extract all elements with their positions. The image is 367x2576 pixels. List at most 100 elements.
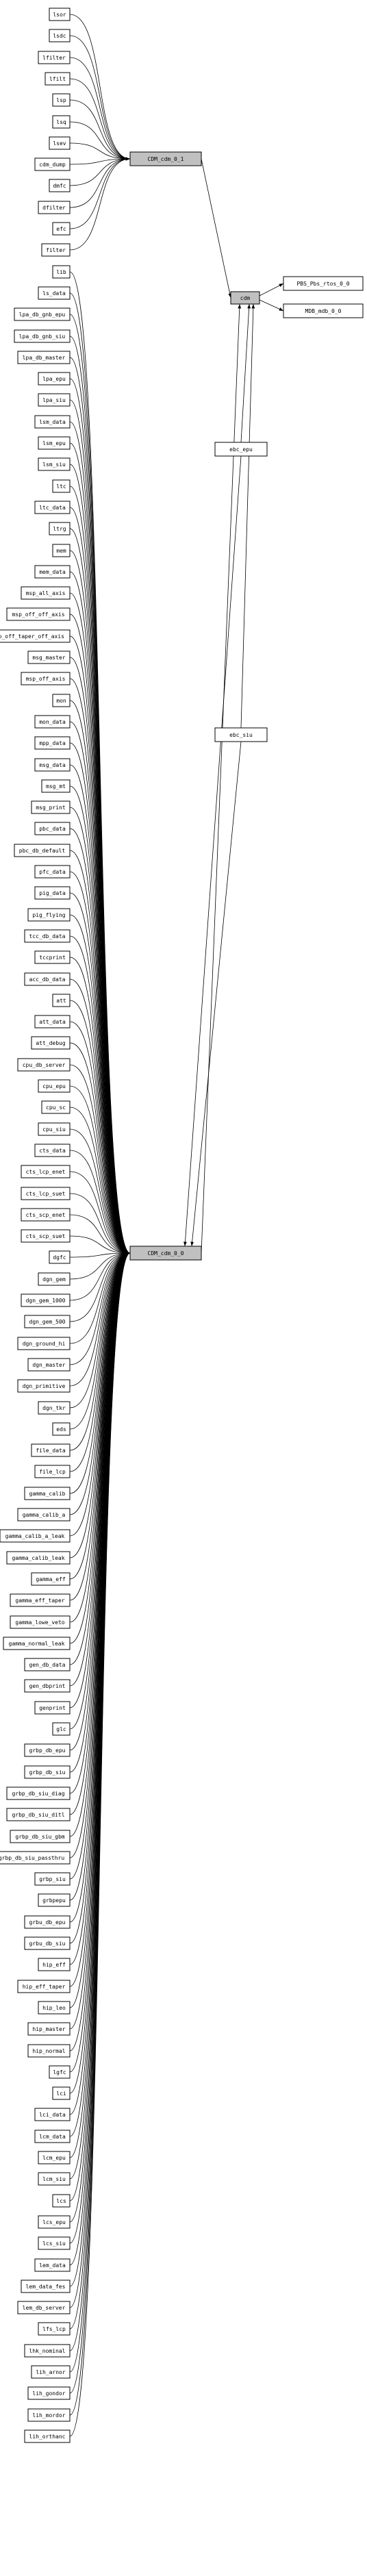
node-filter[interactable]: filter bbox=[41, 243, 71, 257]
node-lib[interactable]: lib bbox=[52, 265, 71, 279]
node-msp-off-off-axis[interactable]: msp_off_off_axis bbox=[6, 607, 71, 621]
node-lcs-epu[interactable]: lcs_epu bbox=[38, 2215, 71, 2229]
node-grbp-db-siu[interactable]: grbp_db_siu bbox=[24, 1765, 71, 1779]
node-lfilt[interactable]: lfilt bbox=[45, 72, 71, 86]
node-lsm-data[interactable]: lsm_data bbox=[34, 415, 71, 429]
node-msp-off-axis[interactable]: msp_off_axis bbox=[21, 672, 71, 685]
node-lcs-siu[interactable]: lcs_siu bbox=[38, 2236, 71, 2250]
node-lsp[interactable]: lsp bbox=[52, 93, 71, 107]
node-lih-gondor[interactable]: lih_gondor bbox=[27, 2386, 71, 2400]
node-grbp-db-siu-gbm[interactable]: grbp_db_siu_gbm bbox=[10, 1830, 71, 1843]
node-att-data[interactable]: att_data bbox=[34, 1015, 71, 1028]
node-lpa-db-gnb-siu[interactable]: lpa_db_gnb_siu bbox=[14, 329, 71, 343]
node-mem-data[interactable]: mem_data bbox=[34, 565, 71, 579]
node-efc[interactable]: efc bbox=[52, 222, 71, 236]
node-hip-master[interactable]: hip_master bbox=[27, 2022, 71, 2036]
node-ltrg[interactable]: ltrg bbox=[49, 522, 71, 535]
node-dfilter[interactable]: dfilter bbox=[38, 201, 71, 214]
node-gamma-calib-leak[interactable]: gamma_calib_leak bbox=[6, 1551, 71, 1565]
node-file-lcp[interactable]: file_lcp bbox=[34, 1465, 71, 1478]
node-lem-data[interactable]: lem_data bbox=[34, 2258, 71, 2272]
node-file-data[interactable]: file_data bbox=[31, 1443, 71, 1457]
node-cpu-siu[interactable]: cpu_siu bbox=[38, 1122, 71, 1136]
node-lgfc[interactable]: lgfc bbox=[49, 2065, 71, 2079]
node-gen-dbprint[interactable]: gen_dbprint bbox=[24, 1679, 71, 1693]
node-mpp-data[interactable]: mpp_data bbox=[34, 736, 71, 750]
node-cdm-dump[interactable]: cdm_dump bbox=[34, 157, 71, 171]
node-ltc-data[interactable]: ltc_data bbox=[34, 501, 71, 514]
node-dgfc[interactable]: dgfc bbox=[49, 1250, 71, 1264]
node-msp-all-axis[interactable]: msp_all_axis bbox=[21, 586, 71, 600]
node-genprint[interactable]: genprint bbox=[34, 1701, 71, 1715]
node-cts-lcp-suet[interactable]: cts_lcp_suet bbox=[21, 1187, 71, 1200]
node-lhk-nominal[interactable]: lhk_nominal bbox=[24, 2344, 71, 2358]
node-gamma-calib[interactable]: gamma_calib bbox=[24, 1487, 71, 1500]
node-lcm-data[interactable]: lcm_data bbox=[34, 2130, 71, 2143]
node-lfs-lcp[interactable]: lfs_lcp bbox=[38, 2322, 71, 2336]
node-gamma-eff[interactable]: gamma_eff bbox=[31, 1572, 71, 1586]
node-gamma-calib-a-leak[interactable]: gamma_calib_a_leak bbox=[0, 1529, 71, 1543]
node-lcm-epu[interactable]: lcm_epu bbox=[38, 2151, 71, 2164]
node-msg-data[interactable]: msg_data bbox=[34, 758, 71, 772]
node-tccprint[interactable]: tccprint bbox=[34, 950, 71, 964]
node-pig-data[interactable]: pig_data bbox=[34, 886, 71, 900]
node-mon-data[interactable]: mon_data bbox=[34, 715, 71, 729]
node-lih-arnor[interactable]: lih_arnor bbox=[31, 2365, 71, 2379]
node-dgn-ground-hi[interactable]: dgn_ground_hi bbox=[17, 1337, 71, 1350]
node-hip-leo[interactable]: hip_leo bbox=[38, 2001, 71, 2015]
node-cpu-sc[interactable]: cpu_sc bbox=[41, 1100, 71, 1114]
node-gamma-calib-a[interactable]: gamma_calib_a bbox=[17, 1508, 71, 1521]
node-msp-off-taper-off-axis[interactable]: msp_off_taper_off_axis bbox=[0, 629, 71, 643]
node-hip-eff-taper[interactable]: hip_eff_taper bbox=[17, 1980, 71, 1993]
node-dgn-gem-1000[interactable]: dgn_gem_1000 bbox=[21, 1293, 71, 1307]
node-dgn-gem-500[interactable]: dgn_gem_500 bbox=[24, 1315, 71, 1328]
node-lsev[interactable]: lsev bbox=[49, 136, 71, 150]
node-lci[interactable]: lci bbox=[52, 2086, 71, 2100]
node-lci-data[interactable]: lci_data bbox=[34, 2108, 71, 2121]
node-msg-print[interactable]: msg_print bbox=[31, 800, 71, 814]
node-att[interactable]: att bbox=[52, 994, 71, 1007]
node-dgn-master[interactable]: dgn_master bbox=[27, 1358, 71, 1372]
node-grbpepu[interactable]: grbpepu bbox=[38, 1893, 71, 1907]
node-ebc-epu[interactable]: ebc_epu bbox=[214, 442, 268, 457]
node-lih-mordor[interactable]: lih_mordor bbox=[27, 2408, 71, 2422]
node-cpu-epu[interactable]: cpu_epu bbox=[38, 1079, 71, 1093]
node-lfilter[interactable]: lfilter bbox=[38, 51, 71, 64]
node-grbp-db-siu-ditl[interactable]: grbp_db_siu_ditl bbox=[6, 1808, 71, 1821]
node-grbp-siu[interactable]: grbp_siu bbox=[34, 1872, 71, 1886]
node-ebc-siu[interactable]: ebc_siu bbox=[214, 727, 268, 742]
node-hip-eff[interactable]: hip_eff bbox=[38, 1958, 71, 1971]
node-lcm-siu[interactable]: lcm_siu bbox=[38, 2172, 71, 2186]
node-acc-db-data[interactable]: acc_db_data bbox=[24, 972, 71, 986]
node-eds[interactable]: eds bbox=[52, 1422, 71, 1436]
node-pig-flying[interactable]: pig_flying bbox=[27, 908, 71, 922]
node-cts-scp-enet[interactable]: cts_scp_enet bbox=[21, 1208, 71, 1222]
node-pbs[interactable]: PBS_Pbs_rtos_0_0 bbox=[283, 276, 364, 291]
node-grbu-db-epu[interactable]: grbu_db_epu bbox=[24, 1915, 71, 1929]
node-cdm-top[interactable]: CDM_cdm_0_1 bbox=[129, 151, 202, 166]
node-gamma-normal-leak[interactable]: gamma_normal_leak bbox=[3, 1637, 71, 1650]
node-gamma-eff-taper[interactable]: gamma_eff_taper bbox=[10, 1593, 71, 1607]
node-lsdc[interactable]: lsdc bbox=[49, 29, 71, 42]
node-mem[interactable]: mem bbox=[52, 544, 71, 557]
node-lsm-epu[interactable]: lsm_epu bbox=[38, 436, 71, 450]
node-dgn-gem[interactable]: dgn_gem bbox=[38, 1272, 71, 1286]
node-lpa-db-gnb-epu[interactable]: lpa_db_gnb_epu bbox=[14, 307, 71, 321]
node-ltc[interactable]: ltc bbox=[52, 479, 71, 493]
node-pbc-data[interactable]: pbc_data bbox=[34, 822, 71, 835]
node-lsm-siu[interactable]: lsm_siu bbox=[38, 457, 71, 471]
node-lem-data-fes[interactable]: lem_data_fes bbox=[21, 2280, 71, 2293]
node-lpa-epu[interactable]: lpa_epu bbox=[38, 372, 71, 386]
node-lsq[interactable]: lsq bbox=[52, 115, 71, 129]
node-att-debug[interactable]: att_debug bbox=[31, 1036, 71, 1050]
node-lpa-db-master[interactable]: lpa_db_master bbox=[17, 351, 71, 364]
node-msg-master[interactable]: msg_master bbox=[27, 651, 71, 664]
node-ls-data[interactable]: ls_data bbox=[38, 286, 71, 300]
node-cpu-db-server[interactable]: cpu_db_server bbox=[17, 1058, 71, 1072]
node-gamma-lowe-veto[interactable]: gamma_lowe_veto bbox=[10, 1615, 71, 1629]
node-pbc-db-default[interactable]: pbc_db_default bbox=[14, 844, 71, 857]
node-hip-normal[interactable]: hip_normal bbox=[27, 2044, 71, 2058]
node-lcs[interactable]: lcs bbox=[52, 2194, 71, 2208]
node-grbp-db-siu-diag[interactable]: grbp_db_siu_diag bbox=[6, 1786, 71, 1800]
node-tcc-db-data[interactable]: tcc_db_data bbox=[24, 929, 71, 943]
